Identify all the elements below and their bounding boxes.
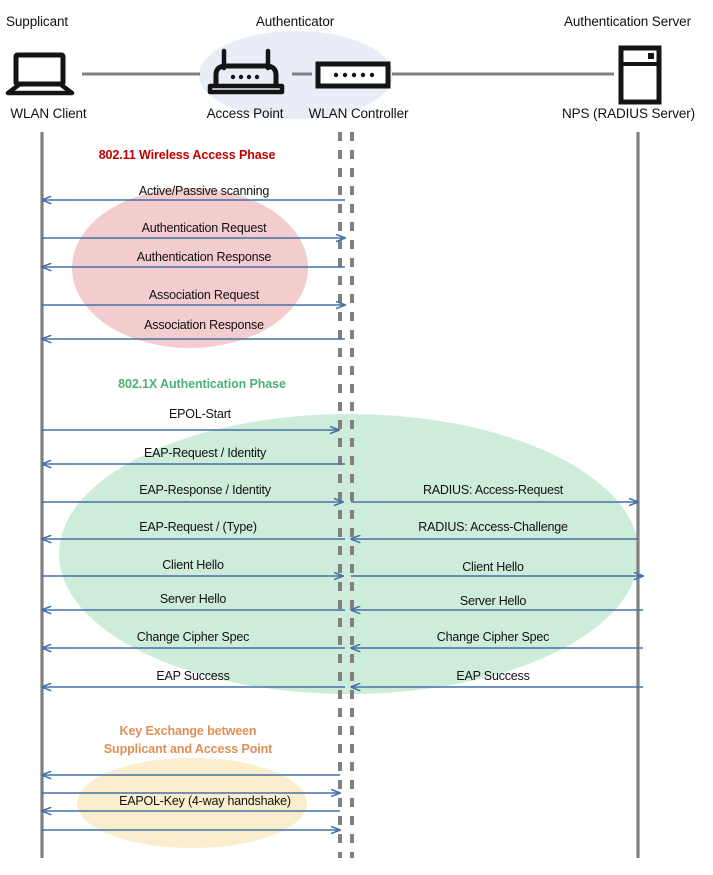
message-label: Change Cipher Spec: [136, 630, 250, 644]
message-arrows: [42, 200, 643, 830]
phase-ellipse-dot1x-auth: [59, 414, 639, 694]
message-label: EPOL-Start: [169, 407, 231, 421]
phase-ellipse-wireless-access: [72, 188, 308, 348]
message-label: RADIUS: Access-Request: [422, 483, 564, 497]
message-label: Client Hello: [462, 560, 524, 574]
role-title-supplicant: Supplicant: [6, 14, 69, 29]
phase-ellipse-key-exchange: [77, 758, 307, 848]
message-label: Server Hello: [459, 594, 527, 608]
device-label-wlan-controller: WLAN Controller: [308, 106, 409, 121]
laptop-icon: [5, 52, 75, 96]
lifelines: [40, 132, 640, 858]
message-label: Association Response: [144, 318, 264, 332]
server-rack-icon: [618, 45, 662, 105]
role-title-auth-server: Authentication Server: [564, 14, 691, 29]
message-label: EAP Success: [456, 669, 530, 683]
message-label: Change Cipher Spec: [436, 630, 550, 644]
phase-ellipses: [59, 188, 639, 848]
message-label: EAP-Response / Identity: [139, 483, 271, 497]
message-label: Server Hello: [159, 592, 227, 606]
device-label-wlan-client: WLAN Client: [10, 106, 87, 121]
message-label: Authentication Response: [136, 250, 272, 264]
phase-label-key-exchange-line1: Key Exchange between: [119, 724, 257, 738]
role-title-authenticator: Authenticator: [255, 14, 335, 29]
phase-label-key-exchange-line2: Supplicant and Access Point: [103, 742, 273, 756]
wireless-access-point-icon: [207, 48, 285, 95]
message-label: EAP Success: [156, 669, 230, 683]
device-label-nps-radius-server: NPS (RADIUS Server): [561, 106, 696, 121]
device-label-access-point: Access Point: [206, 106, 284, 121]
message-label: Client Hello: [162, 558, 224, 572]
network-switch-icon: [315, 61, 391, 89]
phase-label-dot1x-auth: 802.1X Authentication Phase: [118, 377, 286, 391]
message-label: Authentication Request: [141, 221, 267, 235]
message-label: Association Request: [148, 288, 260, 302]
message-label: EAP-Request / (Type): [139, 520, 257, 534]
message-label: RADIUS: Access-Challenge: [418, 520, 568, 534]
phase-label-wireless-access: 802.11 Wireless Access Phase: [98, 148, 276, 162]
phase-label-key-exchange: Key Exchange between Supplicant and Acce…: [78, 722, 298, 758]
message-label: EAPOL-Key (4-way handshake): [119, 794, 291, 808]
message-label: EAP-Request / Identity: [143, 446, 267, 460]
message-label: Active/Passive scanning: [138, 184, 270, 198]
